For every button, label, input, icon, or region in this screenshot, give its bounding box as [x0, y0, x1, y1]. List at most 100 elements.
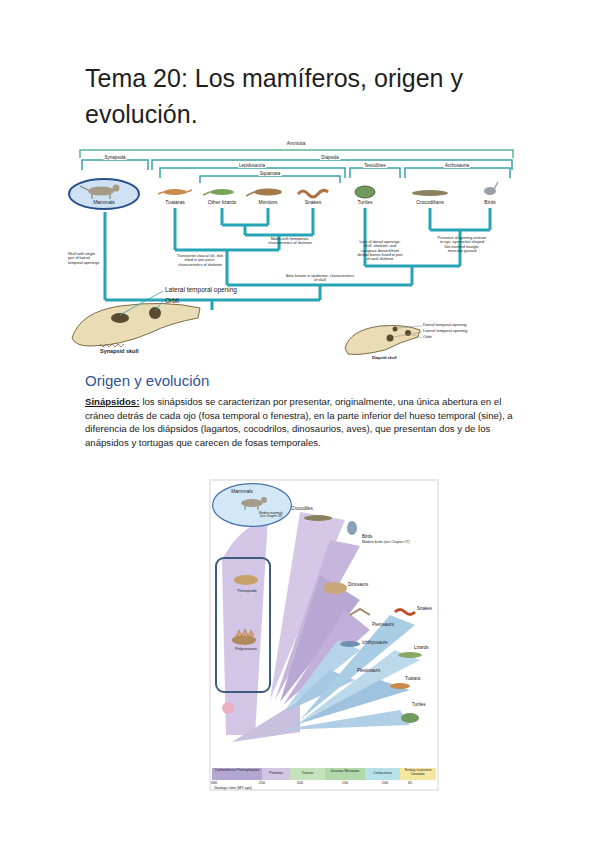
bird-neck: [494, 182, 498, 189]
therapsid-drawing: [234, 575, 258, 585]
clade-label: Archosauria: [444, 163, 470, 168]
taxon-note: Modern birds (see Chapter 27): [362, 540, 410, 544]
time-tick: 250: [259, 781, 265, 785]
taxon-label: Plesiosaurs: [357, 668, 380, 673]
pterosaur-drawing: [350, 609, 370, 615]
node-title: Mammals: [212, 489, 272, 495]
diapsid-skull: [345, 326, 422, 355]
outline-shape: [213, 484, 292, 527]
bracket: [350, 168, 400, 178]
period-band: [290, 768, 325, 780]
skull-part: Lateral temporal opening: [165, 286, 237, 293]
period-label: Tertiary to present Cenozoic: [400, 769, 436, 777]
synapsid-skull: [72, 291, 200, 347]
highlight-ellipse: MammalsModern mammals (see Chapter 28): [212, 483, 292, 527]
time-tick: 65: [408, 781, 412, 785]
period-band: [365, 768, 400, 780]
taxon-name: Birds: [484, 200, 495, 206]
highlight-ellipse: Mammals: [68, 178, 140, 210]
taxon-name: Other lizards: [208, 200, 236, 206]
paragraph: Sinápsidos:los sinápsidos se caracteriza…: [85, 395, 517, 449]
node-outline: [215, 557, 271, 693]
bracket: [80, 150, 513, 158]
clade-label: Amniota: [286, 141, 306, 147]
leader-line: [393, 326, 422, 338]
snake-drawing: [298, 190, 328, 197]
period-band: [400, 768, 436, 780]
period-label: Triassic: [290, 771, 325, 775]
figure-frame: [210, 480, 438, 790]
mammal-body: [241, 499, 263, 507]
group-box: TherapsidsPelycosaurs: [215, 557, 271, 693]
taxon-label: Pterosaurs: [372, 622, 394, 627]
taxon-label: Snakes: [417, 606, 432, 611]
period-label: Cretaceous: [365, 771, 400, 775]
lizard-tail: [203, 192, 210, 195]
mammal-body: [88, 187, 114, 196]
trait-note: Skull with single pair of lateral tempor…: [68, 252, 102, 265]
lineage-fan: [232, 700, 300, 742]
temporal-opening: [111, 313, 129, 323]
mammal-head: [261, 497, 267, 503]
leader-line: [120, 291, 163, 315]
pelycosaur-drawing: [232, 635, 256, 645]
period-label: Carboniferous Pennsylvanian: [213, 769, 261, 773]
mammal-drawing: [80, 185, 120, 200]
trait-note: Presence of opening anterior to eye, eye…: [437, 236, 487, 253]
orbit-hole: [405, 330, 411, 336]
taxon-label: Crocodiles: [291, 506, 312, 511]
taxon-label: Turtles: [412, 702, 426, 707]
time-tick: 100: [382, 781, 388, 785]
taxon-name: Snakes: [305, 200, 322, 206]
temporal-opening: [393, 327, 398, 332]
period-band: [212, 768, 262, 780]
skull-caption: Synapsid skull: [100, 348, 139, 354]
node-outline: [68, 178, 140, 210]
clade-label: Testudines: [363, 163, 387, 168]
node-title: Mammals: [68, 200, 140, 206]
teeth: [100, 344, 124, 347]
taxon-label: Birds: [362, 534, 372, 539]
skull-part: Lateral temporal opening: [423, 329, 467, 334]
tree-branch: [222, 208, 268, 225]
period-band: [325, 768, 365, 780]
tree-branch: [430, 208, 490, 230]
skull-caption: Diapsid skull: [372, 356, 397, 361]
animal-drawings: [158, 182, 498, 198]
tuatara-tail: [158, 190, 192, 194]
monitor-tail: [246, 192, 254, 196]
sail: [236, 629, 254, 636]
skull-outline: [345, 326, 420, 355]
monitor-drawing: [254, 189, 282, 196]
turtle-drawing: [401, 713, 419, 723]
time-tick: 150: [342, 781, 348, 785]
taxon-name: Tuataras: [165, 200, 185, 206]
clade-label: Synapsida: [103, 155, 126, 160]
taxon-label: Ichthyosaurs: [362, 640, 388, 645]
mammal-legs: [80, 186, 110, 199]
outline-shape: [69, 179, 139, 209]
crocodile-drawing: [304, 515, 332, 521]
section-heading: Origen y evolución: [85, 372, 209, 389]
tree-branch: [105, 212, 320, 310]
period-label: Permian: [262, 771, 290, 775]
clade-brackets: [80, 150, 513, 183]
lineage-fan: [280, 710, 410, 730]
phylogeny-fans: [222, 512, 420, 742]
ancestor-drawing: [222, 702, 234, 714]
period-label: Jurassic Mesozoic: [325, 769, 365, 773]
time-tick: 300: [211, 781, 217, 785]
temporal-opening: [387, 335, 394, 342]
clade-label: Diapsida: [320, 155, 340, 160]
taxon-name: Turtles: [357, 200, 372, 206]
taxon-name: Monitors: [258, 200, 277, 206]
skull-part: Dorsal temporal opening: [423, 323, 467, 328]
tuatara-drawing: [163, 189, 187, 195]
bird-drawing: [347, 521, 357, 535]
mammal-head: [113, 185, 120, 192]
bracket: [82, 160, 148, 170]
dinosaur-drawing: [323, 582, 347, 594]
body-text: los sinápsidos se caracterizan por prese…: [85, 396, 513, 448]
